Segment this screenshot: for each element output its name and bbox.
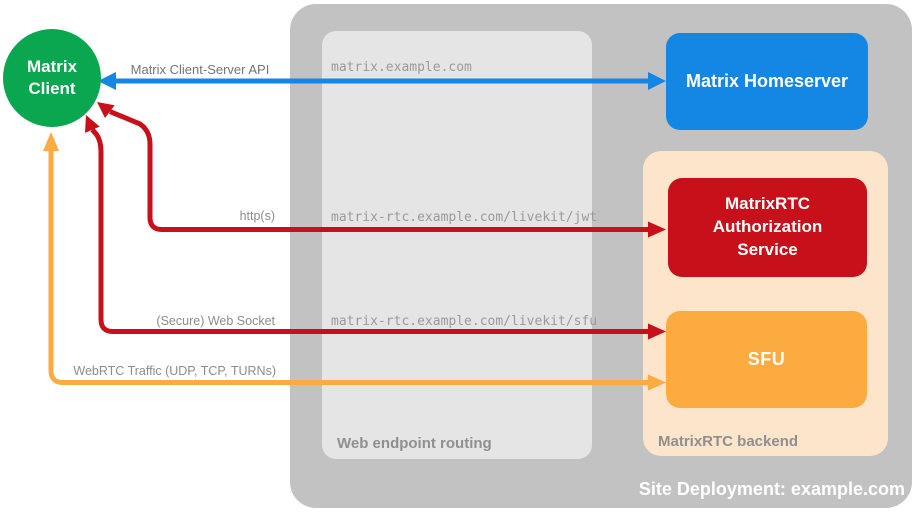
https-label: http(s) [239,209,275,223]
sfu-label: SFU [747,349,786,369]
secure-web-socket-label: (Secure) Web Socket [156,314,275,328]
endpoint-url-livekit-jwt: matrix-rtc.example.com/livekit/jwt [331,210,598,225]
matrix-client-server-api-label: Matrix Client-Server API [130,62,270,77]
matrixrtc-authorization-service-label: MatrixRTC Authorization Service [712,194,823,259]
sfu-node: SFU [666,311,867,408]
endpoint-url-livekit-sfu: matrix-rtc.example.com/livekit/sfu [331,314,598,329]
web-endpoint-routing-container [322,31,592,459]
endpoint-url-matrix: matrix.example.com [331,60,472,75]
matrix-client-label: Matrix Client [26,56,78,98]
matrix-client-node: Matrix Client [3,29,101,127]
webrtc-traffic-label: WebRTC Traffic (UDP, TCP, TURNs) [73,364,276,378]
web-endpoint-routing-label: Web endpoint routing [337,435,492,452]
matrix-homeserver-label: Matrix Homeserver [685,71,849,91]
matrixrtc-backend-label: MatrixRTC backend [658,433,799,450]
site-deployment-label: Site Deployment: example.com [638,479,905,499]
matrix-homeserver-node: Matrix Homeserver [666,33,868,130]
matrixrtc-authorization-service-node: MatrixRTC Authorization Service [668,178,867,277]
